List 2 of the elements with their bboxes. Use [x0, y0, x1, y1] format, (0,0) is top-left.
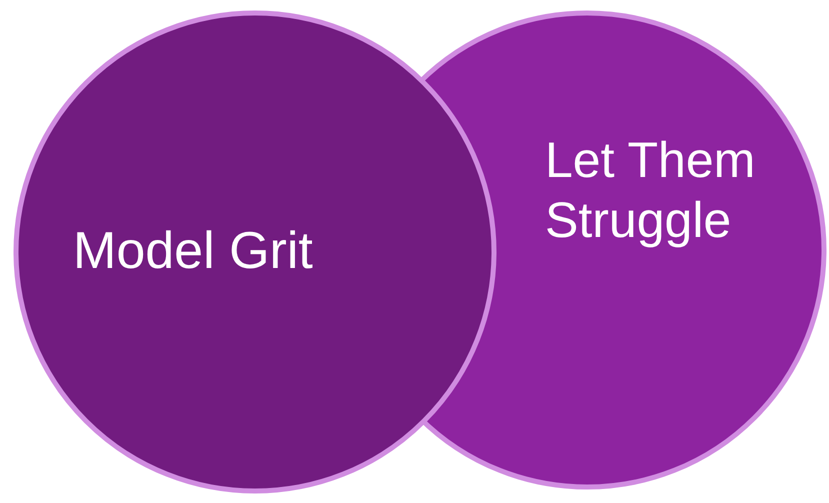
- circle-label: Model Grit: [73, 221, 314, 282]
- circle-label: Let Them Struggle: [545, 131, 756, 250]
